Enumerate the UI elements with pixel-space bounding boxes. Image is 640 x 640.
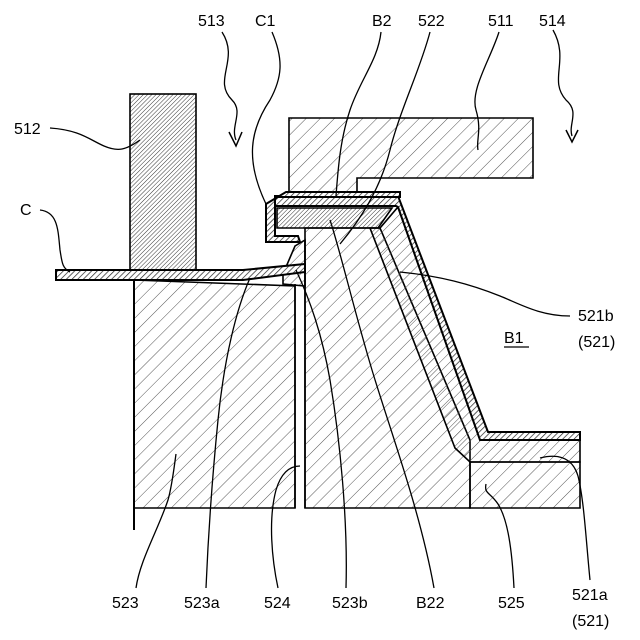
label-C1: C1 <box>255 13 276 30</box>
part-523 <box>134 280 295 508</box>
leader-512 <box>50 128 140 149</box>
label-512: 512 <box>14 121 41 138</box>
part-512 <box>130 94 196 270</box>
label-511: 511 <box>488 13 514 30</box>
label-525: 525 <box>498 595 525 612</box>
label-513: 513 <box>198 13 225 30</box>
label-C: C <box>20 202 32 219</box>
label-514: 514 <box>539 13 566 30</box>
label-523: 523 <box>112 595 139 612</box>
label-523a: 523a <box>184 595 220 612</box>
part-523b <box>283 240 305 286</box>
label-521b-paren: (521) <box>578 334 615 351</box>
label-524: 524 <box>264 595 291 612</box>
label-B1: B1 <box>504 330 524 347</box>
label-521b: 521b <box>578 308 614 325</box>
label-521a-paren: (521) <box>572 613 609 630</box>
label-522: 522 <box>418 13 445 30</box>
part-511 <box>289 118 533 192</box>
label-523b: 523b <box>332 595 368 612</box>
leader-C1 <box>252 32 280 204</box>
leader-513 <box>222 32 237 140</box>
label-B22: B22 <box>416 595 445 612</box>
part-522 <box>277 208 392 228</box>
part-525 <box>470 462 580 508</box>
leader-514 <box>553 30 573 136</box>
label-521a: 521a <box>572 587 608 604</box>
leader-C <box>40 210 70 272</box>
label-B2: B2 <box>372 13 392 30</box>
